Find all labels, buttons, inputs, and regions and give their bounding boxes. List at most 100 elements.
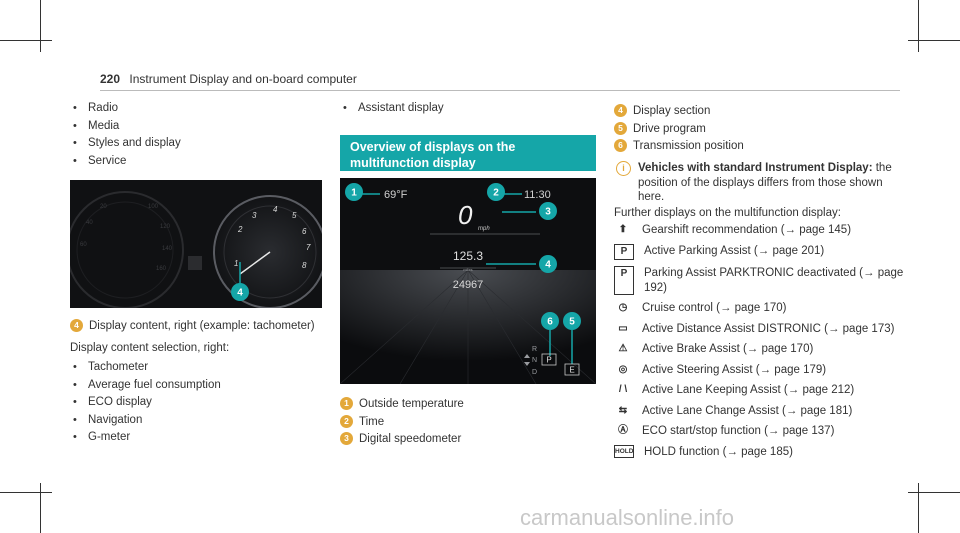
gearshift-icon: ⬆	[618, 224, 628, 235]
trip-readout: 125.3	[453, 249, 483, 263]
top-bullet-list: Radio Media Styles and display Service	[70, 100, 320, 170]
svg-text:100: 100	[148, 204, 159, 210]
list-item: ◎Active Steering Assist (→ page 179)	[614, 363, 904, 378]
distronic-icon: ▭	[618, 322, 628, 334]
svg-text:8: 8	[302, 261, 307, 270]
cluster-graphic: 60 40 20 100 120 140 160 1 23 4 56 7 8 4	[70, 180, 322, 308]
note-text: the position of the displays differs fro…	[638, 162, 892, 203]
lane-keeping-icon: / \	[618, 384, 628, 395]
page-number: 220	[100, 72, 121, 86]
list-item: ⚠Active Brake Assist (→ page 170)	[614, 342, 904, 357]
list-item: Tachometer	[70, 359, 320, 377]
cruise-control-icon: ◷	[618, 302, 628, 313]
gear-p: P	[546, 356, 551, 365]
svg-text:3: 3	[252, 211, 257, 220]
page-header: 220 Instrument Display and on-board comp…	[100, 72, 357, 86]
crop-mark	[0, 492, 52, 493]
caption-text: Display content, right (example: tachome…	[89, 320, 315, 332]
list-item: Navigation	[70, 412, 320, 430]
callout-number: 4	[237, 288, 243, 299]
list-item: Assistant display	[340, 100, 590, 118]
crop-mark	[918, 0, 919, 52]
crop-mark	[40, 483, 41, 533]
crop-mark	[0, 40, 52, 41]
callout-marker	[231, 283, 249, 301]
svg-text:2: 2	[237, 225, 243, 234]
temperature-readout: 69°F	[384, 189, 408, 201]
list-item: Radio	[70, 100, 320, 118]
callout-number: 4	[545, 260, 551, 271]
crop-mark	[40, 0, 41, 52]
callout-number: 2	[493, 188, 499, 199]
list-item: ▭Active Distance Assist DISTRONIC (→ pag…	[614, 322, 904, 337]
figure-caption: 4 Display content, right (example: tachom…	[70, 318, 330, 336]
list-item: ⇆Active Lane Change Assist (→ page 181)	[614, 404, 904, 419]
svg-text:1: 1	[234, 259, 238, 268]
selection-intro: Display content selection, right:	[70, 342, 230, 354]
hold-icon: HOLD	[614, 444, 634, 458]
svg-text:6: 6	[302, 227, 307, 236]
gear-r: R	[532, 346, 537, 353]
section-heading: Overview of displays on the multifunctio…	[340, 135, 596, 171]
svg-text:20: 20	[100, 204, 107, 210]
list-item: / \Active Lane Keeping Assist (→ page 21…	[614, 383, 904, 398]
note-block: i Vehicles with standard Instrument Disp…	[614, 161, 904, 205]
svg-text:60: 60	[80, 242, 87, 248]
crop-mark	[908, 40, 960, 41]
time-readout: 11:30	[524, 189, 551, 201]
lane-change-icon: ⇆	[618, 404, 628, 416]
svg-text:160: 160	[156, 266, 167, 272]
svg-text:40: 40	[86, 220, 93, 226]
assistant-bullet: Assistant display	[340, 100, 590, 118]
watermark: carmanualsonline.info	[520, 505, 735, 530]
list-item: ◷Cruise control (→ page 170)	[614, 301, 904, 316]
crop-mark	[918, 483, 919, 533]
page-header-title: Instrument Display and on-board computer	[129, 72, 357, 86]
crop-mark	[908, 492, 960, 493]
display-graphic: 1 69°F 2 11:30 0 mph 3 125.3 miles 4 249…	[340, 178, 596, 384]
symbol-list: ⬆Gearshift recommendation (→ page 145) P…	[614, 223, 904, 465]
svg-text:120: 120	[160, 224, 171, 230]
gear-n: N	[532, 357, 537, 364]
list-item: Average fuel consumption	[70, 377, 320, 395]
selection-list: Tachometer Average fuel consumption ECO …	[70, 359, 320, 447]
list-item: Service	[70, 153, 320, 171]
caption-badge: 4	[70, 319, 83, 333]
list-item: ⬆Gearshift recommendation (→ page 145)	[614, 223, 904, 238]
header-divider	[100, 90, 900, 91]
trip-unit: miles	[463, 267, 472, 272]
info-icon: i	[616, 161, 631, 176]
list-item: G-meter	[70, 429, 320, 447]
list-item: Styles and display	[70, 135, 320, 153]
list-item: ECO display	[70, 394, 320, 412]
callout-number: 3	[545, 207, 551, 218]
gear-d: D	[532, 369, 537, 376]
callout-number: 5	[569, 317, 575, 328]
svg-text:5: 5	[292, 211, 297, 220]
odometer-readout: 24967	[453, 279, 484, 291]
multifunction-display-illustration: 1 69°F 2 11:30 0 mph 3 125.3 miles 4 249…	[340, 178, 596, 384]
steering-assist-icon: ◎	[618, 363, 628, 375]
eco-start-stop-icon: Ⓐ	[618, 425, 628, 436]
svg-text:7: 7	[306, 243, 311, 252]
svg-text:4: 4	[273, 205, 278, 214]
callout-number: 1	[351, 188, 357, 199]
brake-assist-icon: ⚠	[618, 343, 628, 354]
further-intro: Further displays on the multifunction di…	[614, 207, 841, 219]
list-item: Media	[70, 118, 320, 136]
svg-text:140: 140	[162, 246, 173, 252]
speed-unit: mph	[478, 226, 490, 232]
drive-program: E	[569, 366, 574, 375]
